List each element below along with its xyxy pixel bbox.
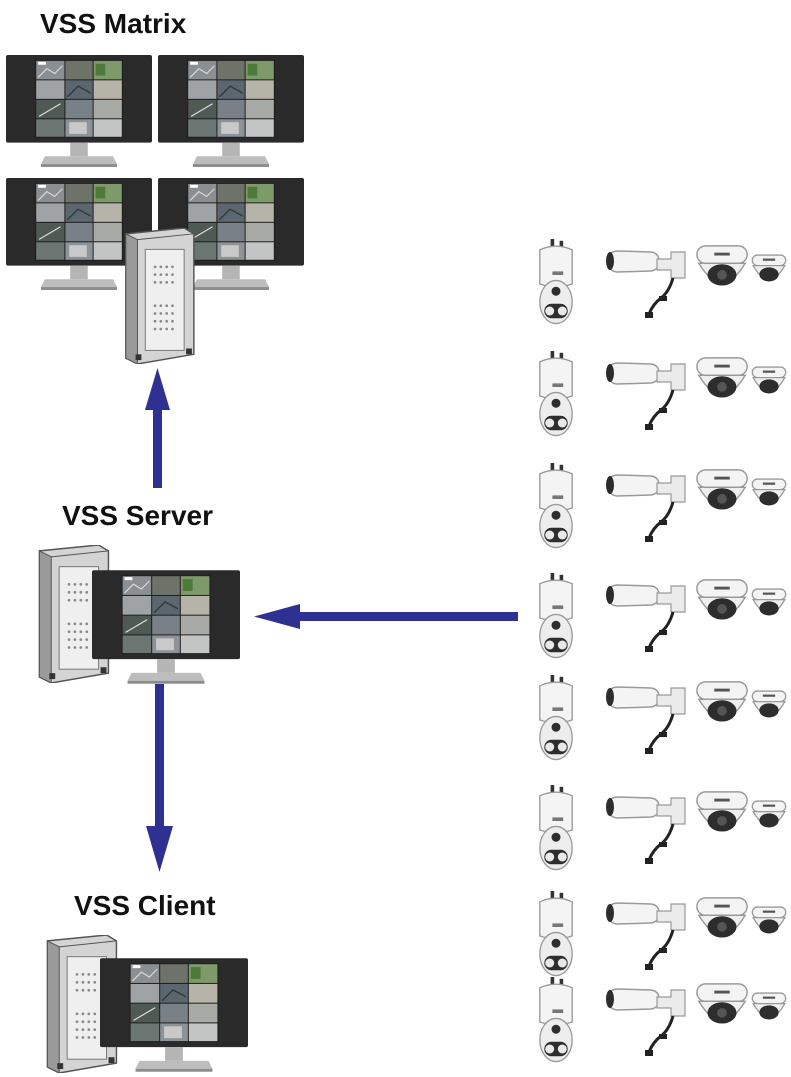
camera-row-5 xyxy=(540,675,786,760)
vss-client-label: VSS Client xyxy=(74,890,216,921)
vss-matrix-group xyxy=(6,55,304,364)
vss-server-group xyxy=(38,545,240,684)
vss-client-group xyxy=(46,935,248,1073)
client-monitor-icon xyxy=(100,958,248,1071)
arrow-cameras-to-server xyxy=(254,604,518,629)
camera-row-7 xyxy=(540,891,786,976)
camera-row-8 xyxy=(540,977,786,1062)
arrow-server-to-matrix xyxy=(145,368,170,488)
server-monitor-icon xyxy=(92,570,240,683)
camera-row-6 xyxy=(540,785,786,870)
camera-row-3 xyxy=(540,463,786,548)
matrix-monitor-1-icon xyxy=(6,55,152,167)
camera-row-1 xyxy=(540,239,786,324)
matrix-tower-pc-icon xyxy=(125,228,195,364)
camera-array xyxy=(540,239,786,1062)
camera-row-4 xyxy=(540,573,786,658)
matrix-monitor-2-icon xyxy=(158,55,304,167)
vss-server-label: VSS Server xyxy=(62,500,213,531)
vss-matrix-label: VSS Matrix xyxy=(40,8,187,39)
camera-row-2 xyxy=(540,351,786,436)
arrow-server-to-client xyxy=(146,684,173,872)
